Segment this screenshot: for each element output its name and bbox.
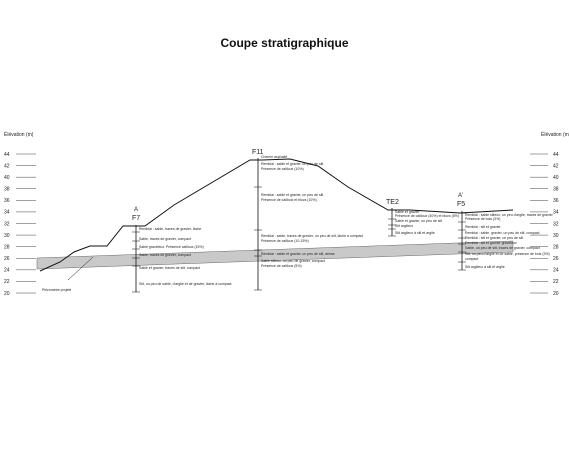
elevation-tick-label: 24 (4, 268, 10, 274)
layer-label: Sable, traces de gravier, compact (139, 237, 191, 241)
borehole-f7-prefix: A (134, 207, 138, 213)
borehole-f5-prefix: A' (458, 193, 463, 199)
layer-label: Présence de cailloux (10%) (261, 167, 304, 171)
piezometer-leader (67, 256, 94, 281)
page-title: Coupe stratigraphique (220, 36, 349, 50)
layer-label: Présence de bois (3%) (465, 217, 500, 221)
right-axis-label: Élévation (m) (541, 131, 569, 138)
layer-label: Silt argileux à silt et argile (395, 231, 435, 235)
layer-label: compact (465, 257, 478, 261)
layer-label: Sable silteux, un peu de gravier, compac… (261, 259, 325, 263)
elevation-tick-label: 44 (4, 152, 10, 158)
elevation-tick-label: 20 (4, 291, 10, 297)
water-table-band (36, 240, 514, 270)
elevation-tick-label: 22 (4, 279, 10, 285)
elevation-tick-label: 38 (553, 187, 559, 193)
layer-label: Remblai : sable, traces de gravier, un p… (261, 234, 363, 238)
layer-label: Sable et gravier, traces de silt, compac… (139, 266, 200, 270)
elevation-tick-label: 20 (553, 291, 559, 297)
elevation-tick-label: 26 (4, 256, 10, 262)
layer-label: Silt, un peu de sable, d'argile et de gr… (139, 282, 232, 286)
layer-label: Chemin asphalté (261, 155, 287, 159)
elevation-tick-label: 32 (553, 221, 559, 227)
layer-label: Remblai : sable et gravier, un peu de si… (261, 252, 335, 256)
layer-label: Présence de cailloux (5%) (261, 264, 302, 268)
layer-label: Silt argileux à silt et argile (465, 265, 505, 269)
layer-label: Silt argileux (395, 224, 413, 228)
elevation-tick-label: 40 (553, 175, 559, 181)
layer-label: Silt, un peu d'argile et de sable, prése… (465, 252, 550, 256)
layer-label: Sable, traces de gravier, compact (139, 253, 191, 257)
left-axis-label: Élévation (m) (4, 131, 34, 138)
borehole-f7: A F7 Remblai : sable, traces de gravier,… (132, 207, 232, 293)
layer-label: Présence de cailloux (10-15%) (261, 239, 309, 243)
elevation-tick-label: 22 (553, 279, 559, 285)
layer-label: Remblai : sable, traces de gravier, lâch… (139, 227, 201, 231)
elevation-tick-label: 44 (553, 152, 559, 158)
borehole-te2-id: TE2 (386, 199, 399, 206)
layer-label: Remblai : sable et gravier, un peu de si… (261, 162, 323, 166)
elevation-tick-label: 30 (4, 233, 10, 239)
layer-label: Remblai : sable silteux, un peu d'argile… (465, 213, 554, 217)
elevation-tick-label: 40 (4, 175, 10, 181)
layer-label: Présence de cailloux et blocs (10%) (261, 198, 317, 202)
layer-label: Remblai : silt et gravier graveleux (465, 241, 517, 245)
elevation-tick-label: 34 (553, 210, 559, 216)
elevation-tick-label: 24 (553, 268, 559, 274)
borehole-f7-id: F7 (132, 215, 140, 222)
elevation-tick-label: 28 (4, 244, 10, 250)
elevation-tick-label: 36 (4, 198, 10, 204)
elevation-tick-label: 34 (4, 210, 10, 216)
elevation-tick-label: 32 (4, 221, 10, 227)
elevation-tick-label: 28 (553, 244, 559, 250)
borehole-f11: F11 Chemin asphalté Remblai : sable et g… (252, 149, 363, 291)
layer-label: Sable graveleux. Présence cailloux (15%) (139, 245, 204, 249)
elevation-tick-label: 30 (553, 233, 559, 239)
layer-label: Sable et gravier, un peu de silt (395, 219, 442, 223)
layer-label: Sable, un peu de silt, traces de gravier… (465, 246, 540, 250)
layer-label: Remblai : silt et gravier (465, 225, 501, 229)
elevation-tick-label: 36 (553, 198, 559, 204)
borehole-te2: TE2 Sable et gravier Présence de caillou… (386, 199, 459, 237)
elevation-tick-label: 42 (4, 163, 10, 169)
piezometer-label: Piézomètre projeté (42, 288, 71, 292)
layer-label: Remblai : sable, gravier, un peu de silt… (465, 231, 540, 235)
elevation-tick-label: 38 (4, 187, 10, 193)
left-axis: 44 42 40 38 36 34 32 30 28 26 24 22 20 (4, 152, 36, 297)
borehole-f5-id: F5 (457, 201, 465, 208)
layer-label: Remblai : silt et gravier, un peu de sil… (465, 236, 523, 240)
layer-label: Remblai : sable et gravier, un peu de si… (261, 193, 323, 197)
layer-label: Présence de cailloux (30%) et blocs (5%) (395, 214, 459, 218)
borehole-f5: A' F5 Remblai : sable silteux, un peu d'… (457, 193, 554, 271)
layer-label: Sable et gravier (395, 210, 420, 214)
elevation-tick-label: 26 (553, 256, 559, 262)
borehole-f11-id: F11 (252, 149, 264, 156)
elevation-tick-label: 42 (553, 163, 559, 169)
right-axis: 44 42 40 38 36 34 32 30 28 26 24 22 20 (530, 152, 559, 297)
